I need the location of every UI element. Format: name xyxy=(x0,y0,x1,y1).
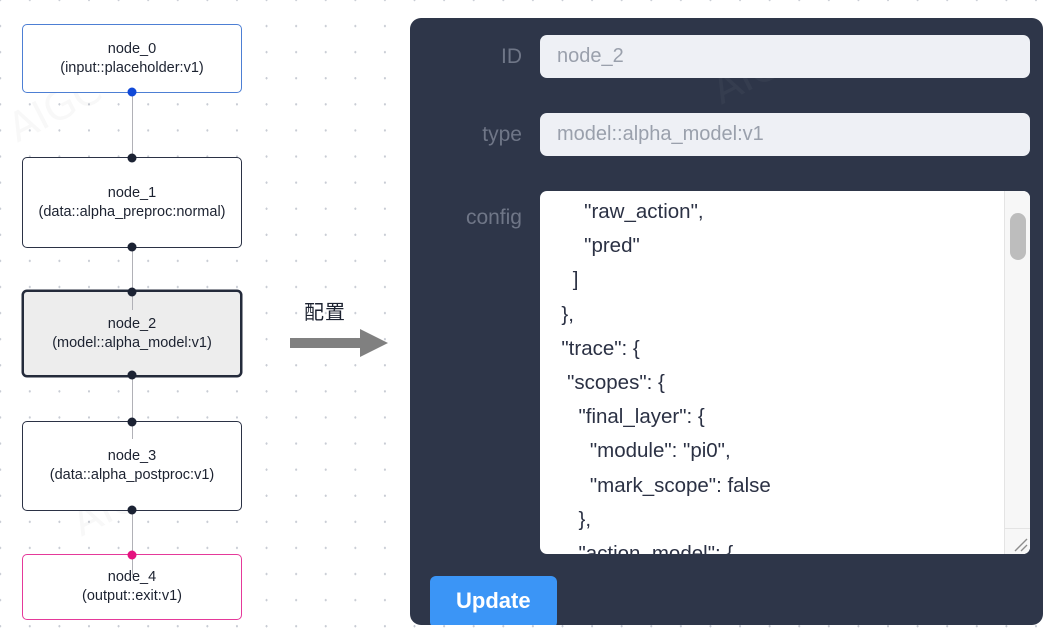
config-label: config xyxy=(465,206,522,229)
id-input[interactable] xyxy=(540,35,1030,78)
config-textarea-wrapper[interactable]: "raw_action", "pred" ] }, "trace": { "sc… xyxy=(540,191,1030,554)
transition-arrow-group: 配置 xyxy=(290,296,394,358)
edge-node3-node4 xyxy=(131,511,134,575)
edge-node0-node1 xyxy=(131,93,134,157)
node-handle-bottom[interactable] xyxy=(127,370,137,380)
graph-node-label: node_2(model::alpha_model:v1) xyxy=(52,315,212,351)
node-handle-bottom[interactable] xyxy=(127,87,137,97)
edge-node2-node3 xyxy=(131,377,134,439)
graph-node-node_4[interactable]: node_4(output::exit:v1) xyxy=(22,550,242,620)
graph-node-label: node_0(input::placeholder:v1) xyxy=(60,40,204,76)
node-config-panel: AIGC ID type config "raw_action", "pred"… xyxy=(410,18,1043,625)
type-label: type xyxy=(482,123,522,146)
field-row-config: config "raw_action", "pred" ] }, "trace"… xyxy=(430,191,1030,554)
graph-node-node_1[interactable]: node_1(data::alpha_preproc:normal) xyxy=(22,153,242,252)
flow-graph[interactable]: AIGC AIGC node_0(input::placeholder:v1) … xyxy=(0,0,400,643)
node-handle-top[interactable] xyxy=(127,550,137,560)
arrow-caption: 配置 xyxy=(304,300,346,324)
arrow-right-icon xyxy=(290,329,388,357)
id-label: ID xyxy=(501,45,522,68)
graph-node-label: node_1(data::alpha_preproc:normal) xyxy=(38,184,226,220)
config-scrollbar[interactable] xyxy=(1004,191,1030,554)
field-row-id: ID xyxy=(430,35,1030,78)
node-handle-top[interactable] xyxy=(127,153,137,163)
node-handle-top[interactable] xyxy=(127,417,137,427)
config-resize-handle[interactable] xyxy=(1004,528,1030,554)
node-handle-top[interactable] xyxy=(127,287,137,297)
graph-node-node_0[interactable]: node_0(input::placeholder:v1) xyxy=(22,24,242,97)
node-handle-bottom[interactable] xyxy=(127,505,137,515)
node-handle-bottom[interactable] xyxy=(127,242,137,252)
field-row-type: type xyxy=(430,113,1030,156)
config-textarea[interactable]: "raw_action", "pred" ] }, "trace": { "sc… xyxy=(561,200,771,554)
graph-node-label: node_4(output::exit:v1) xyxy=(82,569,182,604)
type-input[interactable] xyxy=(540,113,1030,156)
config-scrollbar-thumb[interactable] xyxy=(1010,213,1026,260)
graph-node-label: node_3(data::alpha_postproc:v1) xyxy=(49,448,215,483)
edge-node1-node2 xyxy=(131,248,134,310)
resize-grip-icon xyxy=(1014,538,1028,552)
update-button[interactable]: Update xyxy=(430,576,557,625)
